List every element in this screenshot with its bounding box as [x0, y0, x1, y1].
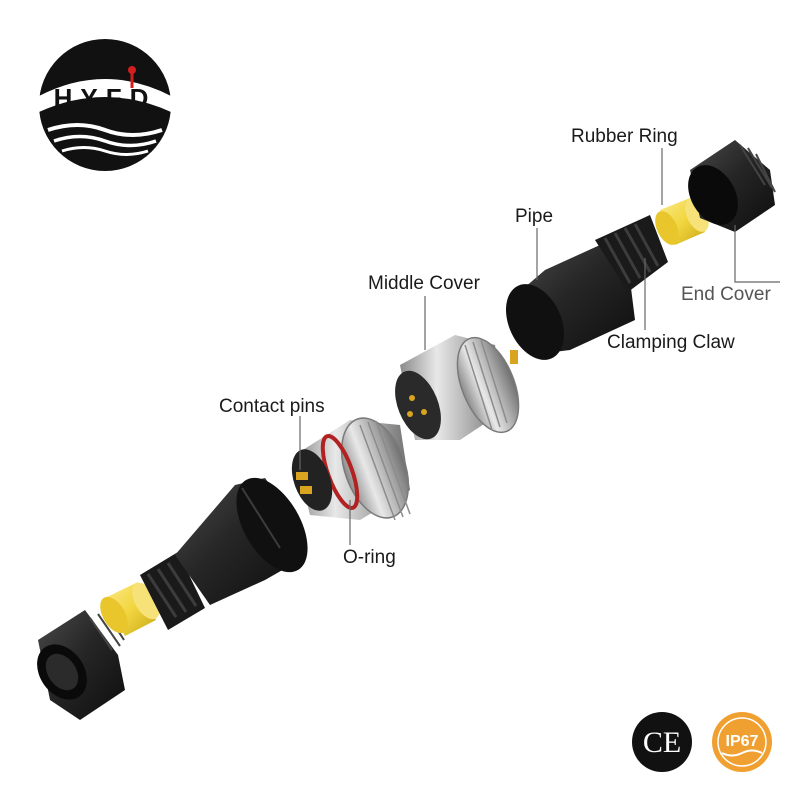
ip67-badge: IP67	[712, 712, 772, 772]
label-clamping-claw: Clamping Claw	[607, 332, 735, 353]
rubber-ring-left	[100, 582, 160, 636]
logo-wordmark: HYFD	[54, 83, 157, 113]
end-cover-top	[688, 140, 776, 232]
ip-rating-text: IP67	[726, 733, 759, 750]
label-contact-pins: Contact pins	[219, 396, 325, 417]
label-end-cover: End Cover	[681, 284, 771, 305]
label-middle-cover: Middle Cover	[368, 273, 480, 294]
brand-logo: HYFD	[39, 39, 171, 171]
pipe-top	[505, 215, 668, 360]
plug-insert	[291, 417, 411, 521]
middle-cover	[395, 335, 520, 440]
ce-mark: CE	[643, 726, 681, 759]
label-rubber-ring: Rubber Ring	[571, 126, 678, 147]
pipe-left	[140, 477, 308, 630]
ce-badge: CE	[632, 712, 692, 772]
rubber-ring-top	[655, 198, 709, 245]
label-o-ring: O-ring	[343, 547, 396, 568]
leader-end-cover	[734, 225, 780, 283]
label-pipe: Pipe	[515, 206, 554, 227]
leader-lines	[299, 148, 780, 545]
